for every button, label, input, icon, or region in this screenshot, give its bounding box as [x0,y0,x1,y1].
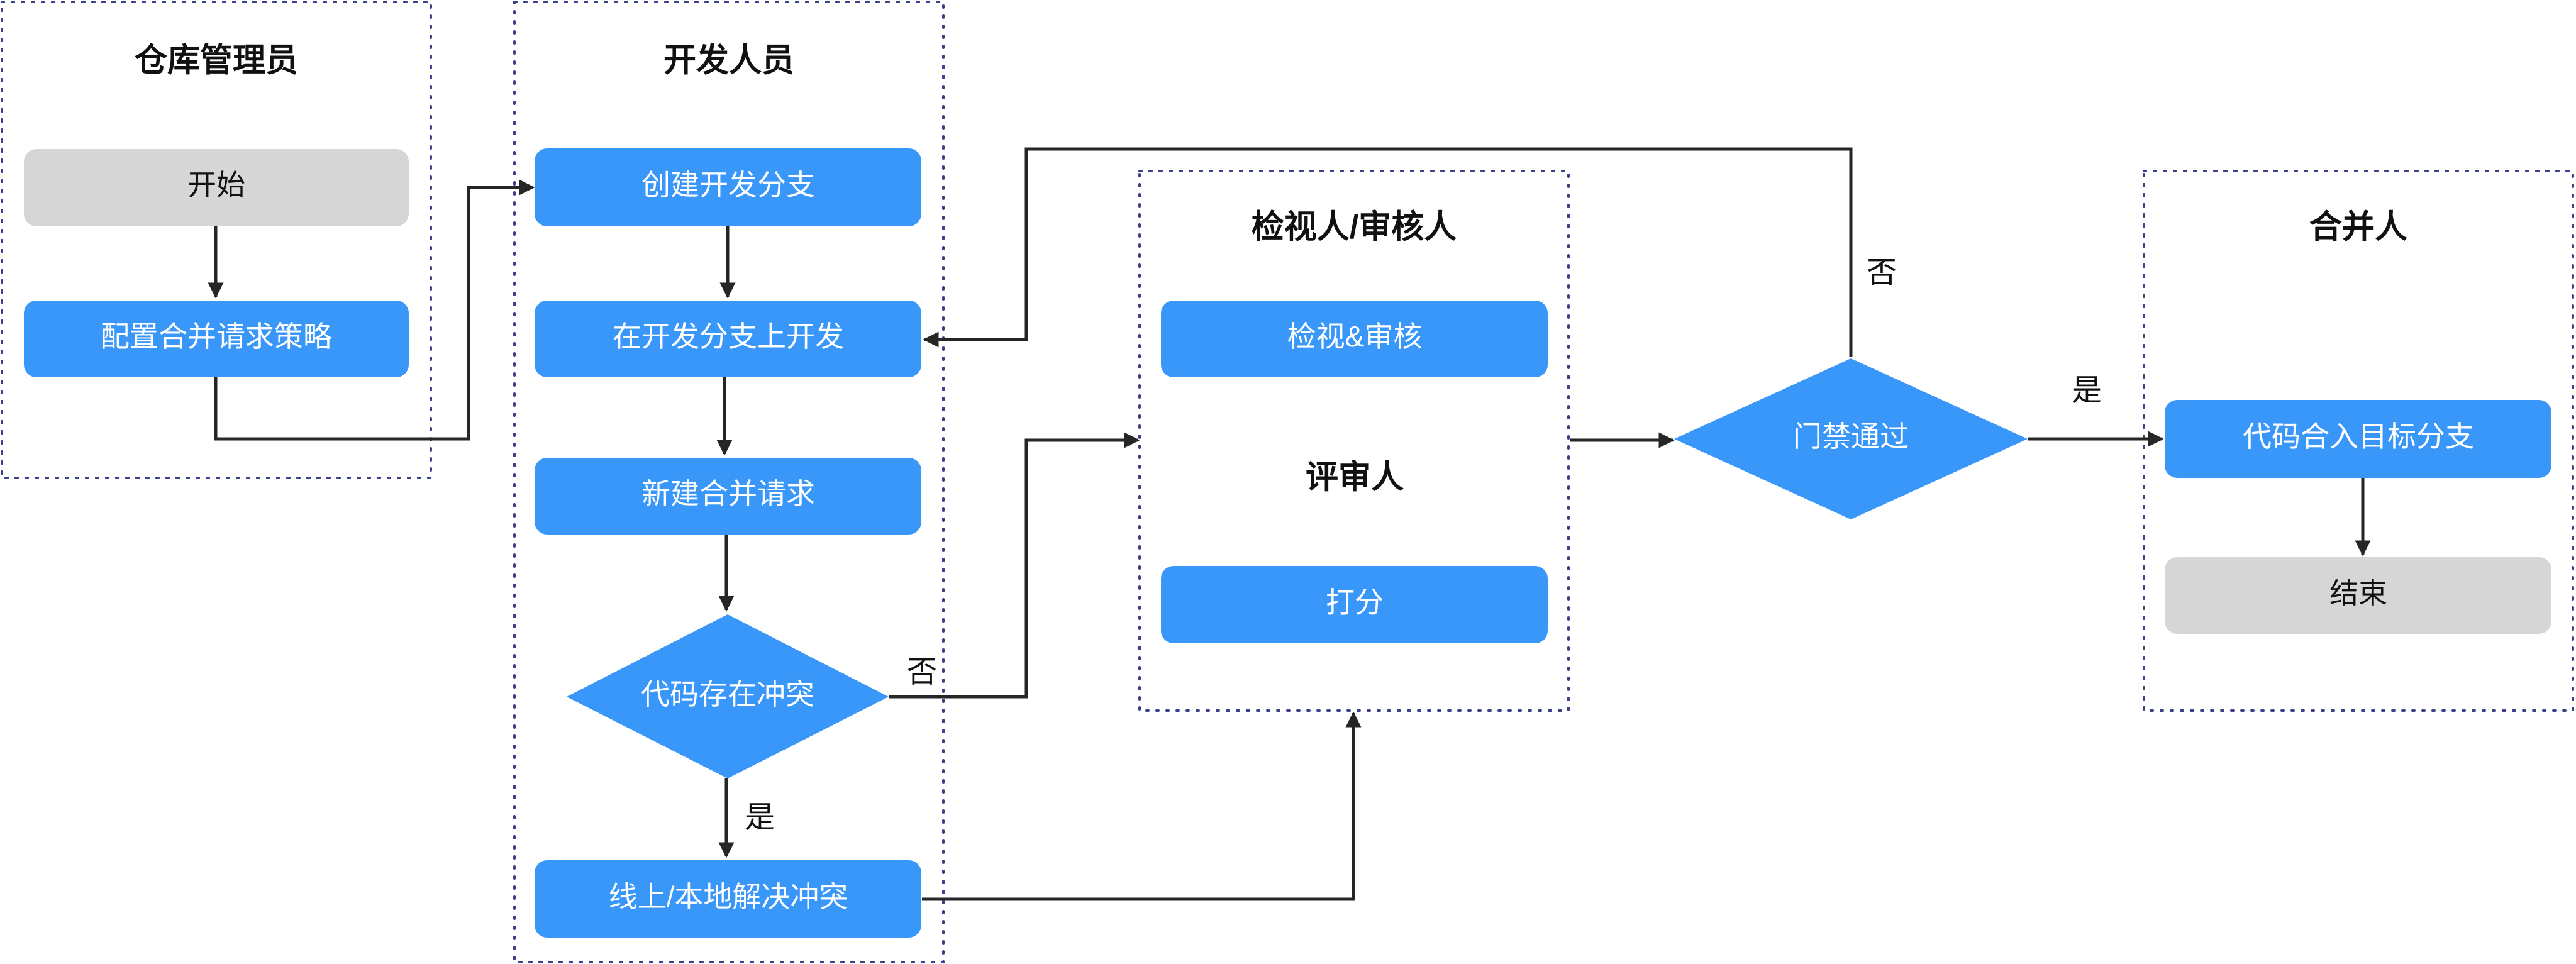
node-develop-on-branch[interactable]: 在开发分支上开发 [535,301,921,377]
node-start-label: 开始 [187,169,245,201]
node-config-policy[interactable]: 配置合并请求策略 [24,301,409,377]
edge-resolve-to-review [922,711,1362,901]
edge-conflict-to-review [889,432,1140,699]
node-new-merge-request[interactable]: 新建合并请求 [535,458,921,535]
node-create-branch[interactable]: 创建开发分支 [535,148,921,226]
node-end[interactable]: 结束 [2165,557,2551,634]
node-resolve-conflict[interactable]: 线上/本地解决冲突 [535,860,921,938]
edge-label-conflict-yes: 是 [745,801,775,834]
node-merge-target[interactable]: 代码合入目标分支 [2165,400,2551,478]
edge-label-gate-yes: 是 [2072,374,2102,407]
node-review-audit-label: 检视&审核 [1287,320,1423,353]
decision-conflict-check-label: 代码存在冲突 [641,678,814,711]
node-config-policy-label: 配置合并请求策略 [101,320,332,353]
edge-config-to-create-branch [214,179,535,441]
node-develop-on-branch-label: 在开发分支上开发 [613,320,844,353]
node-end-label: 结束 [2329,577,2387,609]
lane-reviewer: 检视人/审核人 [1138,170,1570,712]
decision-gate-check-label: 门禁通过 [1793,420,1909,453]
node-resolve-conflict-label: 线上/本地解决冲突 [609,880,848,913]
lane-developer: 开发人员 [513,1,945,963]
lane-title-developer: 开发人员 [663,43,794,79]
node-create-branch-label: 创建开发分支 [641,169,815,201]
edge-gate-back-to-develop [923,147,1853,357]
edges [208,147,2371,901]
lane-title-reviewer: 检视人/审核人 [1252,209,1457,246]
node-score[interactable]: 打分 [1161,566,1548,643]
scorer-heading: 评审人 [1306,460,1404,496]
decision-conflict-check[interactable]: 代码存在冲突 [567,614,889,778]
edge-label-gate-no: 否 [1867,257,1897,290]
lane-repo-admin: 仓库管理员 [1,1,432,479]
node-start[interactable]: 开始 [24,149,409,226]
lane-merger: 合并人 [2143,170,2574,712]
edge-label-conflict-no: 否 [907,656,937,689]
node-merge-target-label: 代码合入目标分支 [2243,420,2474,453]
node-new-merge-request-label: 新建合并请求 [641,477,815,510]
decision-gate-check[interactable]: 门禁通过 [1674,358,2028,519]
node-review-audit[interactable]: 检视&审核 [1161,301,1548,377]
lane-title-merger: 合并人 [2309,209,2407,246]
node-score-label: 打分 [1326,586,1384,619]
lane-title-repo-admin: 仓库管理员 [135,43,298,79]
